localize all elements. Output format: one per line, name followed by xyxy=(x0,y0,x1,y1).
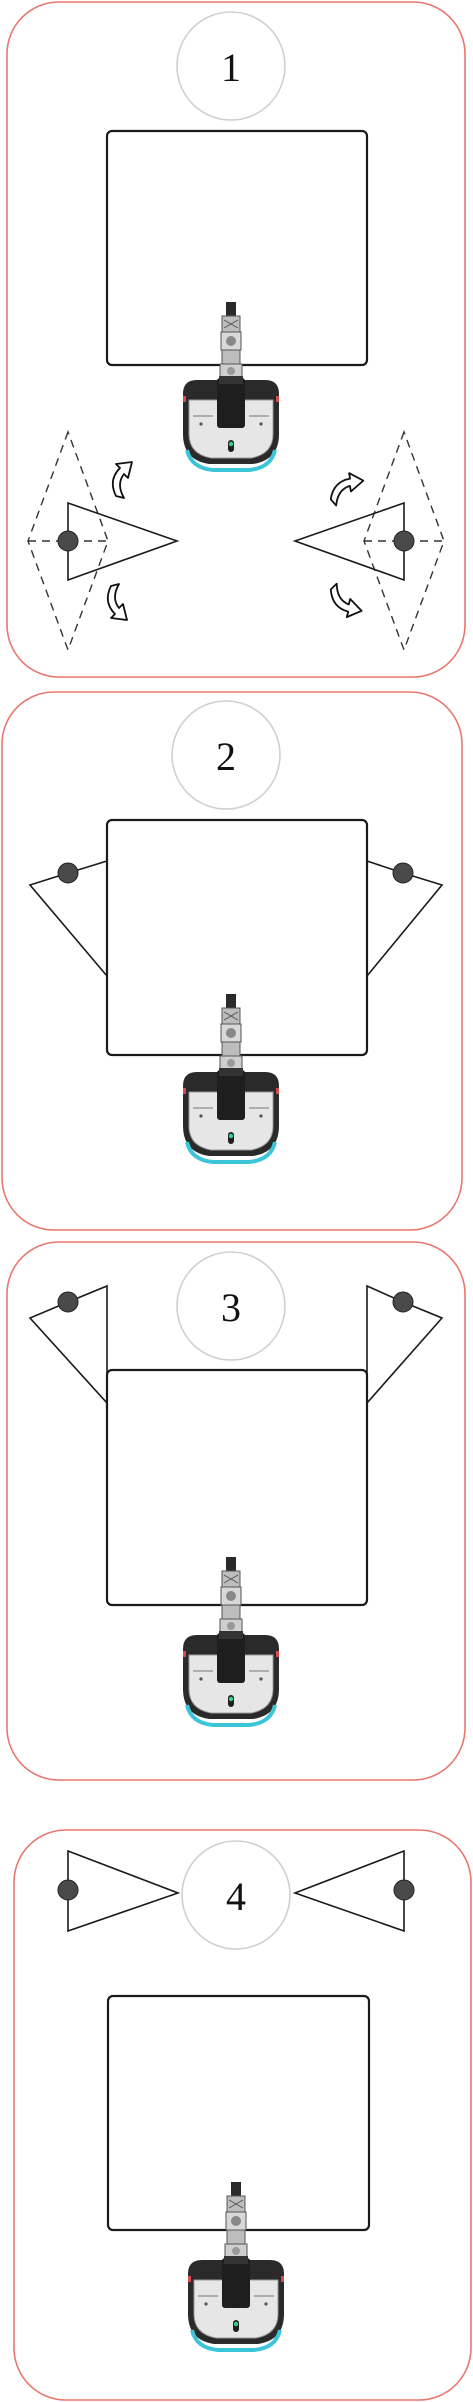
curved-rotate-arrow-icon xyxy=(326,578,363,622)
camera-fov-triangle-icon xyxy=(292,501,405,582)
step-number-circle xyxy=(176,1251,286,1361)
camera-fov-triangle-icon xyxy=(366,860,444,977)
camera-fov-triangle-icon xyxy=(67,1849,181,1933)
step-panel-1: 1 xyxy=(6,1,466,678)
step-number: 3 xyxy=(221,1285,241,1330)
step-number: 1 xyxy=(221,45,241,90)
curved-rotate-arrow-icon xyxy=(106,583,128,621)
camera-left xyxy=(27,429,180,653)
camera-dot xyxy=(393,1879,415,1901)
camera-dot xyxy=(393,530,415,552)
camera-dot xyxy=(57,530,79,552)
alternate-camera-fov xyxy=(27,429,109,653)
step-panel-4: 4 xyxy=(13,1829,472,2401)
step-number-circle xyxy=(176,11,286,121)
panel-border xyxy=(6,1241,466,1781)
camera-dot xyxy=(57,862,79,884)
workspace-table xyxy=(105,1368,369,1607)
panel-border xyxy=(6,1,466,678)
curved-rotate-arrow-icon xyxy=(111,461,133,499)
robot-arm-topdown-icon xyxy=(181,1555,281,1727)
robot-arm-topdown-icon xyxy=(181,992,281,1164)
step-number-circle xyxy=(171,700,281,810)
step-panel-2: 2 xyxy=(1,691,463,1231)
camera-dot xyxy=(57,1291,79,1313)
camera-dot xyxy=(392,1291,414,1313)
camera-fov-triangle-icon xyxy=(28,860,108,977)
step-number: 2 xyxy=(216,734,236,779)
step-number-circle xyxy=(181,1840,291,1950)
camera-fov-triangle-icon xyxy=(292,1849,405,1933)
step-number: 4 xyxy=(226,1874,246,1919)
step-panel-3: 3 xyxy=(6,1241,466,1781)
curved-rotate-arrow-icon xyxy=(326,468,365,512)
camera-right xyxy=(292,429,445,653)
camera-dot xyxy=(392,862,414,884)
panel-border xyxy=(13,1829,472,2401)
robot-arm-topdown-icon xyxy=(181,300,281,472)
alternate-camera-fov xyxy=(363,429,445,653)
robot-arm-topdown-icon xyxy=(186,2180,286,2352)
panel-border xyxy=(1,691,463,1231)
camera-dot xyxy=(57,1879,79,1901)
